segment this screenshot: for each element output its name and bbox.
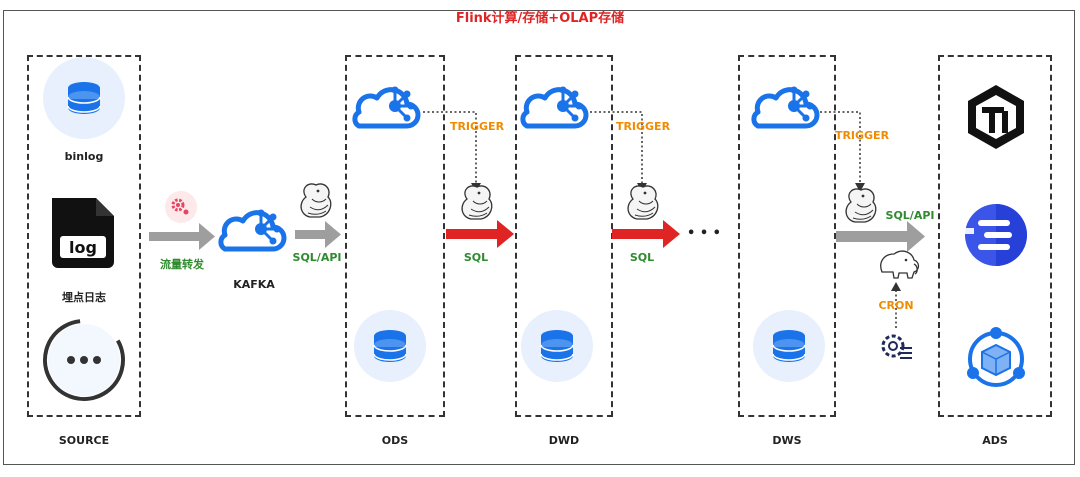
tidb-logo	[968, 85, 1024, 149]
sql-api-label-1: SQL/API	[292, 251, 342, 264]
database-icon	[354, 310, 426, 382]
source-label: SOURCE	[58, 434, 110, 447]
kafka-label: KAFKA	[233, 278, 275, 291]
sql-label-1: SQL	[463, 251, 489, 264]
flink-squirrel-icon	[627, 185, 659, 220]
flink-squirrel-icon	[300, 183, 332, 218]
database-icon	[753, 310, 825, 382]
forward-arrow	[149, 223, 215, 250]
cloud-network-icon	[221, 210, 284, 250]
diagram-title: Flink计算/存储+OLAP存储	[455, 11, 625, 26]
trigger-label-3: TRIGGER	[834, 129, 890, 142]
olap-cube-logo	[967, 327, 1025, 387]
diagram-frame	[3, 10, 1075, 465]
ellipsis-label: • • •	[687, 226, 721, 241]
sql-arrow-red	[446, 220, 514, 248]
dws-stage-box	[738, 55, 836, 417]
flink-squirrel-icon	[845, 188, 877, 223]
log-icon-text: log	[69, 238, 97, 257]
flink-squirrel-icon	[461, 185, 493, 220]
trigger-label-1: TRIGGER	[449, 120, 505, 133]
kafka-to-ods-arrow	[295, 221, 341, 248]
database-icon	[43, 57, 125, 139]
event-log-label: 埋点日志	[62, 291, 106, 304]
ods-stage-box	[345, 55, 445, 417]
log-file-icon: log	[52, 198, 114, 268]
sql-api-label-2: SQL/API	[885, 209, 935, 222]
database-icon	[521, 310, 593, 382]
gear-icon	[165, 191, 197, 223]
schedule-gear-icon	[881, 334, 912, 359]
cloud-network-icon	[754, 87, 817, 127]
sql-label-2: SQL	[629, 251, 655, 264]
hadoop-elephant-icon	[880, 250, 920, 279]
source-stage-box	[27, 55, 141, 417]
trigger-label-2: TRIGGER	[615, 120, 671, 133]
ods-label: ODS	[381, 434, 409, 447]
cloud-network-icon	[523, 87, 586, 127]
trigger-connector	[820, 111, 861, 185]
sql-arrow-red	[612, 220, 680, 248]
binlog-label: binlog	[64, 150, 104, 163]
ads-stage-box	[938, 55, 1052, 417]
ads-label: ADS	[982, 434, 1008, 447]
dwd-label: DWD	[548, 434, 580, 447]
sql-api-arrow-gray	[836, 221, 925, 252]
more-icon	[43, 319, 125, 401]
trigger-connector	[590, 111, 643, 185]
doris-logo	[962, 204, 1027, 266]
cloud-network-icon	[355, 87, 418, 127]
traffic-forward-label: 流量转发	[160, 258, 204, 271]
dws-label: DWS	[772, 434, 802, 447]
cron-label: CRON	[878, 299, 914, 312]
